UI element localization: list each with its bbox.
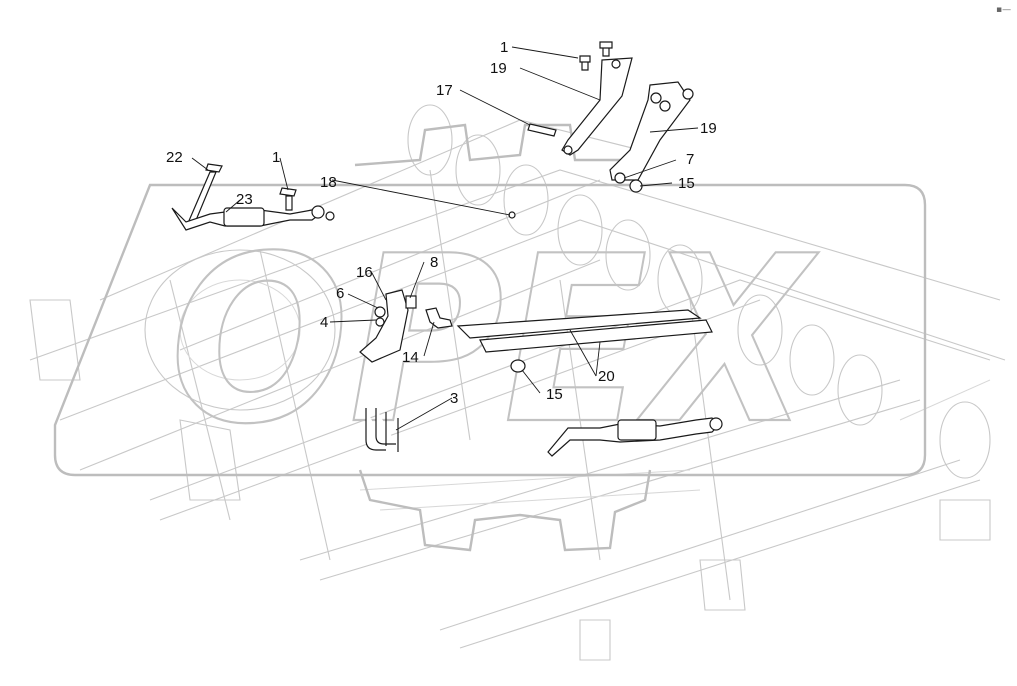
callout-6: 6 (336, 285, 344, 302)
callout-3: 3 (450, 390, 458, 407)
callout-22: 22 (166, 149, 183, 166)
callout-19-right: 19 (700, 120, 717, 137)
corner-mark: ▪— (996, 5, 1011, 15)
callout-14: 14 (402, 349, 419, 366)
callout-23: 23 (236, 191, 253, 208)
callout-19-top: 19 (490, 60, 507, 77)
callout-17: 17 (436, 82, 453, 99)
callout-8: 8 (430, 254, 438, 271)
callout-1-top: 1 (500, 39, 508, 56)
callout-16: 16 (356, 264, 373, 281)
callout-labels: 1 19 17 19 7 15 22 1 18 23 16 8 6 4 14 2… (166, 39, 717, 407)
callout-15-top: 15 (678, 175, 695, 192)
parts-highlighted (171, 41, 723, 457)
callout-15-bottom: 15 (546, 386, 563, 403)
callout-1-left: 1 (272, 149, 280, 166)
callout-20: 20 (598, 368, 615, 385)
callout-18: 18 (320, 174, 337, 191)
machine-frame-ghost (29, 104, 1006, 661)
callout-4: 4 (320, 314, 328, 331)
leader-lines (191, 46, 699, 431)
callout-7: 7 (686, 151, 694, 168)
